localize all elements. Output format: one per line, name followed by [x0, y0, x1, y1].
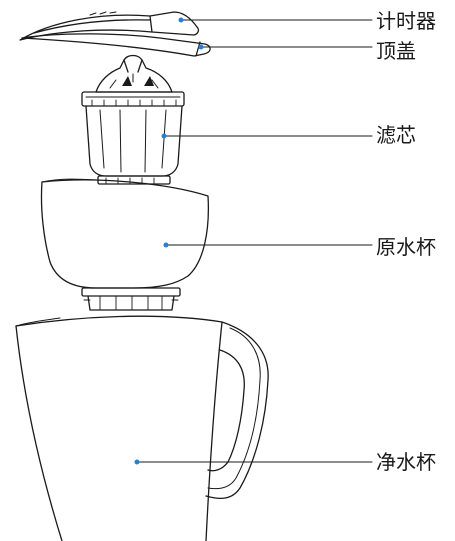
label-timer: 计时器 [376, 9, 436, 33]
leader-dot-timer [178, 17, 184, 23]
leader-dot-filter [161, 133, 167, 139]
label-top-lid: 顶盖 [376, 39, 416, 63]
filter-cartridge-part [81, 54, 185, 185]
timer-part [19, 11, 200, 41]
leader-lines [136, 19, 373, 463]
purified-water-cup-part [15, 315, 269, 541]
leader-dots [134, 17, 204, 465]
leader-dot-purified-cup [134, 459, 140, 465]
leader-dot-raw-cup [163, 242, 169, 248]
label-purified-water-cup: 净水杯 [376, 450, 436, 474]
label-raw-water-cup: 原水杯 [376, 235, 436, 259]
raw-water-cup-part [40, 178, 210, 311]
label-filter-cartridge: 滤芯 [376, 123, 416, 147]
leader-dot-top-lid [198, 44, 204, 50]
top-lid-part [21, 33, 211, 57]
